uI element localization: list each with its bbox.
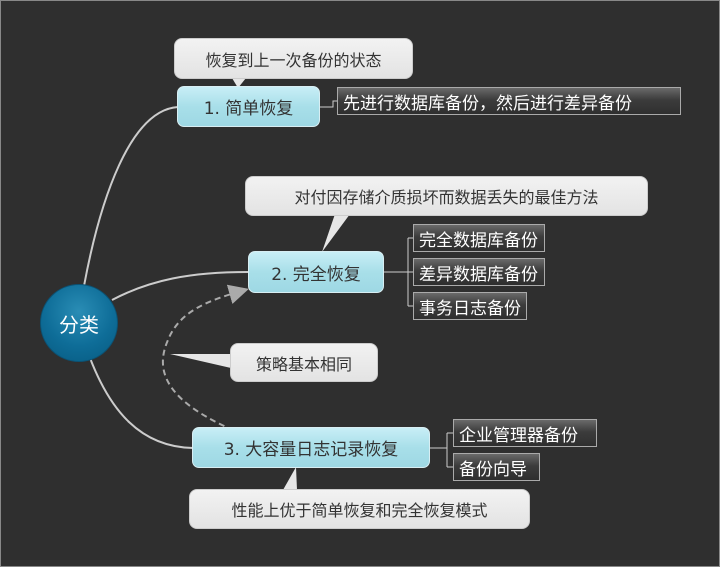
callout-bulk-logged-recovery[interactable]: 性能上优于简单恢复和完全恢复模式 <box>189 489 530 529</box>
leaf-item[interactable]: 事务日志备份 <box>413 292 527 320</box>
leaf-connector-1 <box>320 100 337 108</box>
branch-line-1 <box>83 106 179 287</box>
callout-text: 对付因存储介质损坏而数据丢失的最佳方法 <box>294 188 599 207</box>
leaf-label: 企业管理器备份 <box>459 425 578 446</box>
topic-label: 3. 大容量日志记录恢复 <box>223 440 399 460</box>
callout-text: 性能上优于简单恢复和完全恢复模式 <box>231 501 488 520</box>
relationship-callout[interactable]: 策略基本相同 <box>230 343 378 382</box>
leaf-label: 事务日志备份 <box>419 298 521 319</box>
root-label: 分类 <box>59 312 99 337</box>
topic-simple-recovery[interactable]: 1. 简单恢复 <box>177 86 320 127</box>
branch-line-2 <box>111 271 249 301</box>
leaf-label: 差异数据库备份 <box>419 264 538 285</box>
leaf-item[interactable]: 企业管理器备份 <box>453 419 597 447</box>
callout-tail-2 <box>322 214 350 252</box>
callout-tail-3 <box>283 467 297 490</box>
root-node[interactable]: 分类 <box>40 284 118 362</box>
leaf-item[interactable]: 完全数据库备份 <box>413 224 545 252</box>
topic-full-recovery[interactable]: 2. 完全恢复 <box>248 251 384 293</box>
relationship-tail <box>170 354 231 368</box>
callout-simple-recovery[interactable]: 恢复到上一次备份的状态 <box>174 38 413 79</box>
topic-label: 2. 完全恢复 <box>271 264 361 285</box>
leaf-label: 完全数据库备份 <box>419 230 538 251</box>
leaf-item[interactable]: 备份向导 <box>453 453 540 481</box>
callout-full-recovery[interactable]: 对付因存储介质损坏而数据丢失的最佳方法 <box>245 176 648 216</box>
leaf-item[interactable]: 差异数据库备份 <box>413 258 545 286</box>
relationship-text: 策略基本相同 <box>255 354 352 374</box>
leaf-item[interactable]: 先进行数据库备份，然后进行差异备份 <box>337 87 681 115</box>
leaf-label: 先进行数据库备份，然后进行差异备份 <box>343 93 632 114</box>
callout-text: 恢复到上一次备份的状态 <box>205 50 382 70</box>
leaf-connector-2 <box>384 237 413 307</box>
leaf-connector-3 <box>430 432 453 468</box>
topic-label: 1. 简单恢复 <box>203 99 294 119</box>
topic-bulk-logged-recovery[interactable]: 3. 大容量日志记录恢复 <box>192 427 430 468</box>
branch-line-3 <box>89 357 194 449</box>
callout-tail-1 <box>232 78 246 88</box>
leaf-label: 备份向导 <box>459 459 527 480</box>
